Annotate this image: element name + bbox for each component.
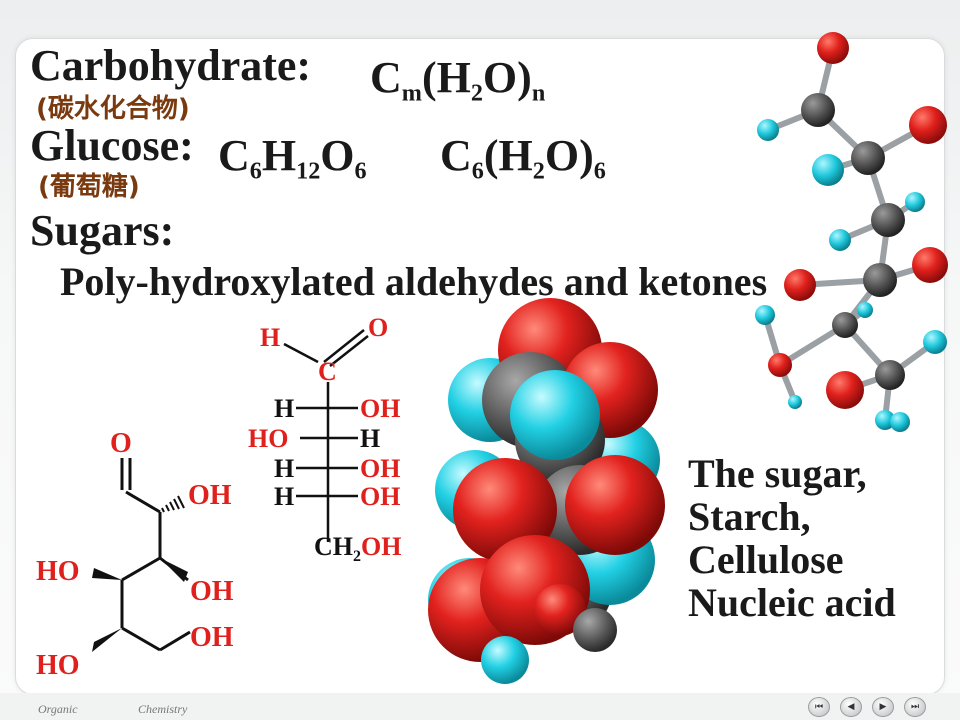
fischer-c: C [318, 357, 337, 386]
carbohydrate-label: Carbohydrate: [30, 41, 312, 90]
ball-and-stick-model [755, 32, 948, 432]
fischer-row2-right: H [360, 424, 380, 453]
sugars-definition: Poly-hydroxylated aldehydes and ketones [60, 259, 768, 304]
glucose-label: Glucose: [30, 121, 194, 170]
examples-list: The sugar, Starch, Cellulose Nucleic aci… [688, 452, 896, 624]
example-item: Cellulose [688, 537, 844, 582]
glucose-hydrate-formula: C6(H2O)6 [440, 131, 606, 185]
footer-right-text: Chemistry [138, 702, 188, 716]
sugars-label: Sugars: [30, 206, 175, 255]
example-item: Starch, [688, 494, 811, 539]
fischer-row4-right: OH [360, 482, 400, 511]
first-icon[interactable]: ⏮ [808, 697, 830, 717]
fischer-row4-left: H [274, 482, 294, 511]
fischer-row1-right: OH [360, 394, 400, 423]
skeletal-o: O [110, 428, 132, 459]
fischer-row1-left: H [274, 394, 294, 423]
example-item: Nucleic acid [688, 580, 896, 625]
fischer-projection: H O C H OH HO H H OH H OH CH2OH [248, 313, 401, 565]
general-formula: Cm(H2O)n [370, 53, 546, 107]
glucose-formula: C6H12O6 [218, 131, 367, 185]
space-filling-model [428, 298, 665, 684]
footer-bar [0, 693, 960, 720]
skeletal-ho-2: HO [36, 650, 80, 681]
skeletal-ho-1: HO [36, 556, 80, 587]
fischer-row3-left: H [274, 454, 294, 483]
fischer-bottom: CH2OH [314, 532, 401, 565]
skeletal-structure: O OH HO OH OH HO [36, 428, 234, 681]
fischer-top-o: O [368, 313, 388, 342]
footer-left-text: Organic [38, 702, 78, 716]
fischer-row2-left: HO [248, 424, 288, 453]
skeletal-oh-1: OH [188, 480, 232, 511]
fischer-row3-right: OH [360, 454, 400, 483]
next-icon[interactable]: ▶ [872, 697, 894, 717]
fischer-top-h: H [260, 323, 280, 352]
example-item: The sugar, [688, 451, 867, 496]
glucose-chinese: (葡萄糖) [38, 172, 140, 202]
previous-icon[interactable]: ◀ [840, 697, 862, 717]
skeletal-oh-2: OH [190, 576, 234, 607]
last-icon[interactable]: ⏭ [904, 697, 926, 717]
carbohydrate-chinese: (碳水化合物) [36, 94, 190, 124]
skeletal-oh-3: OH [190, 622, 234, 653]
